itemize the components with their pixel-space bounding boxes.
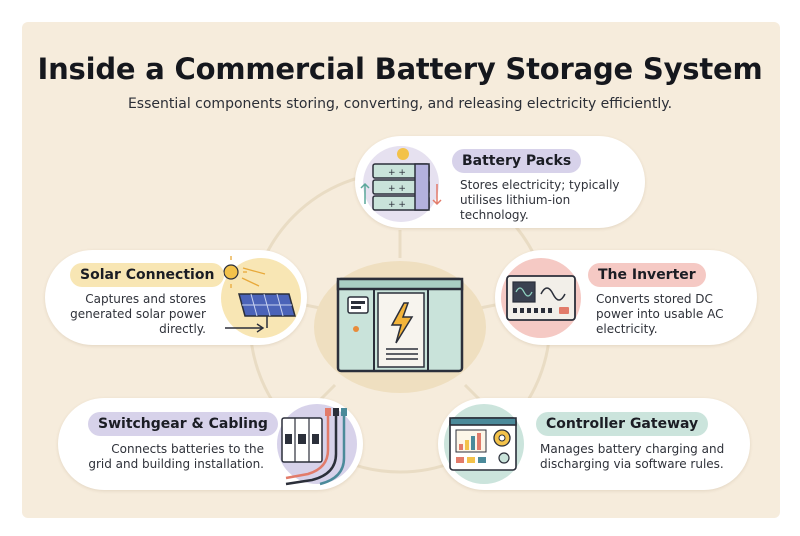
controller-gateway-desc-line: discharging via software rules. — [540, 457, 724, 471]
inverter-icon — [501, 258, 581, 338]
svg-text:+ +: + + — [388, 200, 406, 210]
solar-connection-desc-line: generated solar power — [70, 307, 206, 321]
controller-dashboard-icon — [444, 404, 524, 484]
switchgear-desc-line: Connects batteries to the — [111, 442, 264, 456]
inverter-desc-line: power into usable AC — [596, 307, 724, 321]
battery-packs-desc-line: utilises lithium-ion — [460, 193, 571, 207]
controller-gateway-label: Controller Gateway — [536, 412, 709, 436]
battery-packs-desc: Stores electricity; typically utilises l… — [460, 178, 640, 223]
battery-packs-label: Battery Packs — [452, 149, 582, 173]
controller-gateway-desc-line: Manages battery charging and — [540, 442, 725, 456]
inverter-desc: Converts stored DC power into usable AC … — [596, 292, 746, 337]
inverter-label: The Inverter — [588, 263, 706, 287]
battery-stack-icon: + + + + + + — [360, 146, 442, 222]
svg-text:+ +: + + — [388, 168, 406, 178]
switchgear-desc: Connects batteries to the grid and build… — [74, 442, 264, 472]
battery-packs-desc-line: Stores electricity; typically — [460, 178, 620, 192]
solar-connection-label: Solar Connection — [70, 263, 225, 287]
solar-connection-desc-line: Captures and stores — [85, 292, 206, 306]
page-subtitle: Essential components storing, converting… — [127, 96, 673, 112]
solar-connection-desc: Captures and stores generated solar powe… — [60, 292, 206, 337]
switchgear-icon — [277, 404, 357, 486]
battery-packs-desc-line: technology. — [460, 208, 529, 222]
battery-cabinet-icon — [314, 261, 486, 393]
page-title: Inside a Commercial Battery Storage Syst… — [37, 52, 763, 86]
solar-panel-icon — [215, 256, 301, 338]
switchgear-desc-line: grid and building installation. — [88, 457, 264, 471]
solar-connection-desc-line: directly. — [159, 322, 206, 336]
switchgear-label: Switchgear & Cabling — [88, 412, 278, 436]
inverter-desc-line: electricity. — [596, 322, 658, 336]
svg-text:+ +: + + — [388, 184, 406, 194]
inverter-desc-line: Converts stored DC — [596, 292, 713, 306]
controller-gateway-desc: Manages battery charging and discharging… — [540, 442, 745, 472]
